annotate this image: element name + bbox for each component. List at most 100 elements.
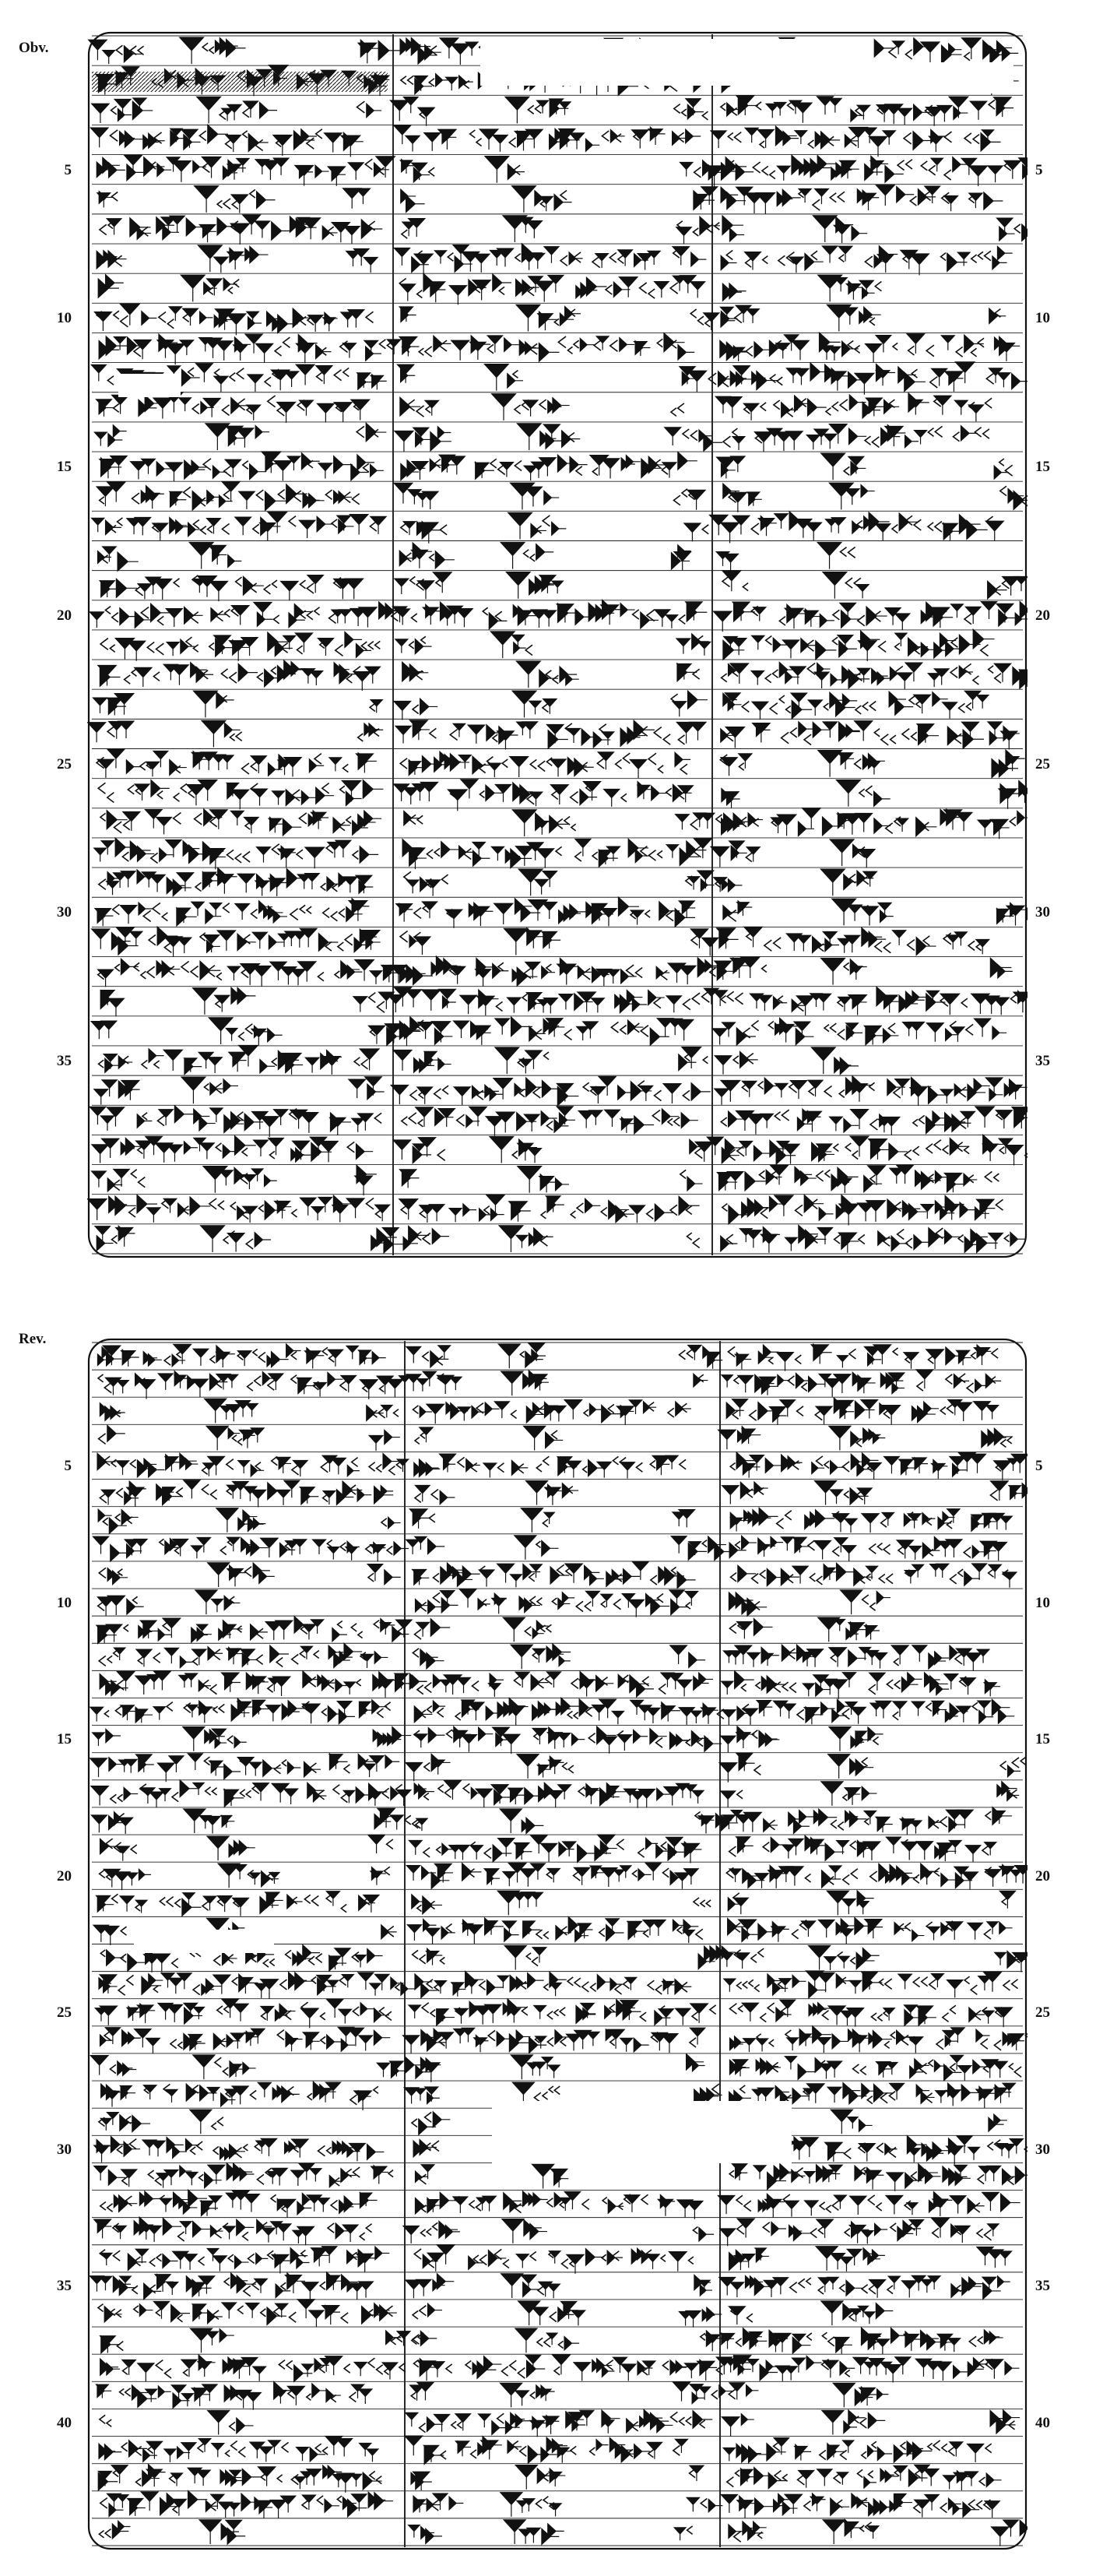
cuneiform-line <box>97 1044 381 1076</box>
cuneiform-line <box>729 1999 1013 2028</box>
cuneiform-line <box>405 1369 708 1396</box>
cuneiform-line <box>719 1725 883 1753</box>
cuneiform-line <box>722 690 990 720</box>
cuneiform-line <box>720 154 1028 187</box>
cuneiform-line <box>92 690 384 718</box>
cuneiform-line <box>410 2465 705 2490</box>
cuneiform-line <box>407 1997 717 2027</box>
right-line-number: 25 <box>1035 2004 1050 2022</box>
cuneiform-line <box>93 1224 403 1255</box>
cuneiform-line <box>411 1890 711 1916</box>
cuneiform-line <box>415 2053 705 2082</box>
cuneiform-line <box>712 868 878 896</box>
cuneiform-line <box>719 95 1014 126</box>
cuneiform-line <box>100 1944 383 1972</box>
cuneiform-line <box>392 1047 708 1075</box>
cuneiform-line <box>721 808 1028 839</box>
cuneiform-line <box>718 2275 1010 2300</box>
cuneiform-line <box>722 628 995 661</box>
cuneiform-line <box>93 1998 392 2029</box>
reverse-drawing <box>87 1338 1028 2550</box>
left-line-number: 20 <box>57 1867 72 1884</box>
cuneiform-line <box>713 1075 1028 1107</box>
cuneiform-line <box>398 332 695 363</box>
cuneiform-line <box>99 2026 391 2053</box>
right-line-number: 5 <box>1035 161 1043 178</box>
cuneiform-line <box>90 2054 424 2080</box>
cuneiform-line <box>98 1863 391 1891</box>
cuneiform-line <box>413 1779 705 1808</box>
cuneiform-line <box>715 452 1013 480</box>
cuneiform-line <box>98 451 384 482</box>
cuneiform-line <box>98 2245 390 2274</box>
cuneiform-line <box>96 154 396 186</box>
obverse-label: Obv. <box>19 40 49 56</box>
cuneiform-line <box>97 867 374 897</box>
cuneiform-line <box>392 1135 745 1164</box>
cuneiform-line <box>399 393 685 421</box>
cuneiform-line <box>398 1015 695 1047</box>
cuneiform-line <box>87 1194 391 1223</box>
cuneiform-line <box>411 2328 735 2353</box>
cuneiform-line <box>721 1806 1013 1835</box>
cuneiform-line <box>709 839 876 868</box>
cuneiform-line <box>89 1752 400 1782</box>
cuneiform-line <box>400 1106 698 1136</box>
cuneiform-line <box>97 2109 224 2134</box>
reverse-label: Rev. <box>19 1331 47 1347</box>
cuneiform-line <box>720 1670 1000 1700</box>
cuneiform-line <box>100 2353 406 2383</box>
cuneiform-line <box>414 2163 569 2189</box>
cuneiform-line <box>393 423 723 452</box>
cuneiform-line <box>97 779 384 810</box>
cuneiform-line <box>404 2408 713 2437</box>
cuneiform-line <box>98 1971 416 1999</box>
cuneiform-line <box>722 424 990 452</box>
cuneiform-line <box>722 482 1028 512</box>
cuneiform-line <box>95 2381 374 2410</box>
blank-area <box>118 374 181 397</box>
cuneiform-line <box>99 2328 424 2355</box>
cuneiform-line <box>713 1047 859 1075</box>
cuneiform-line <box>95 1891 381 1917</box>
cuneiform-line <box>727 1889 1017 1916</box>
cuneiform-line <box>722 1643 991 1671</box>
cuneiform-line <box>414 1589 699 1617</box>
cuneiform-line <box>97 1561 401 1588</box>
cuneiform-line <box>405 1535 734 1561</box>
cuneiform-line <box>99 1834 394 1861</box>
left-line-number: 10 <box>57 1594 72 1611</box>
cuneiform-line <box>90 925 381 957</box>
cuneiform-line <box>97 1452 410 1479</box>
cuneiform-line <box>90 1807 419 1834</box>
left-line-number: 25 <box>57 2004 72 2022</box>
left-line-number: 10 <box>57 310 72 327</box>
cuneiform-line <box>718 2217 1000 2247</box>
cuneiform-line <box>409 2381 732 2408</box>
cuneiform-line <box>718 748 1025 779</box>
cuneiform-line <box>399 155 746 187</box>
cuneiform-line <box>729 1451 1028 1480</box>
cuneiform-line <box>403 809 745 836</box>
cuneiform-line <box>725 1862 1028 1890</box>
cuneiform-line <box>398 304 736 332</box>
cuneiform-line <box>413 1697 725 1726</box>
cuneiform-line <box>93 421 387 451</box>
cuneiform-line <box>93 1076 385 1105</box>
cuneiform-line <box>413 2244 694 2274</box>
cuneiform-line <box>89 2271 374 2301</box>
cuneiform-line <box>97 273 240 302</box>
cuneiform-line <box>411 2300 722 2328</box>
cuneiform-line <box>90 1015 430 1047</box>
cuneiform-line <box>90 363 387 392</box>
cuneiform-line <box>97 1370 412 1399</box>
cuneiform-line <box>711 1016 1007 1047</box>
cuneiform-line <box>414 1970 692 1999</box>
cuneiform-line <box>405 1862 700 1890</box>
obverse-drawing <box>87 31 1028 1258</box>
cuneiform-line <box>716 1164 999 1194</box>
cuneiform-line <box>715 541 856 572</box>
cuneiform-line <box>392 125 701 153</box>
cuneiform-line <box>90 1163 377 1196</box>
cuneiform-line <box>95 392 371 423</box>
